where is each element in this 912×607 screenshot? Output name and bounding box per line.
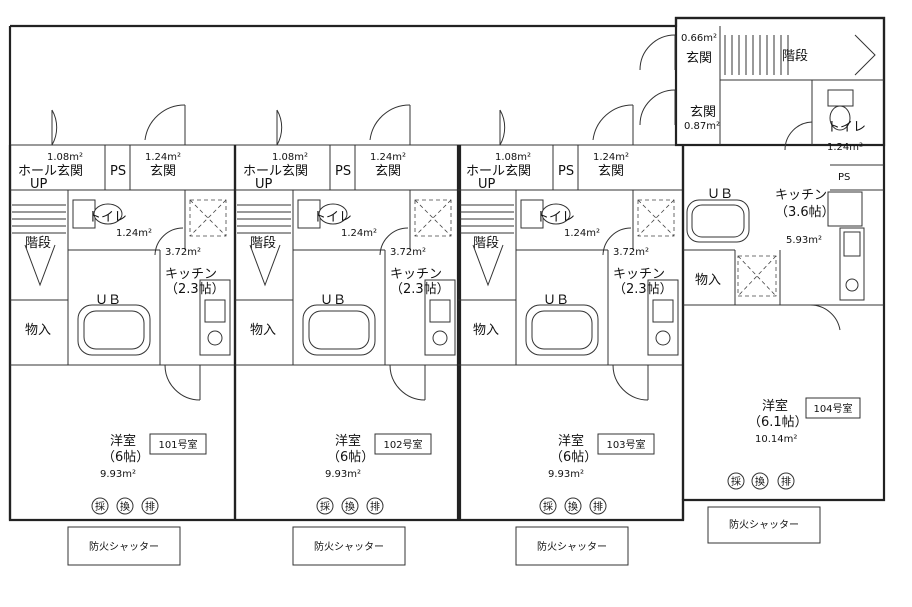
ub-label: ＵＢ <box>320 293 346 308</box>
fire-shutter-label: 防火シャッター <box>314 540 384 553</box>
ps-label: PS <box>335 164 351 179</box>
unit-number-label: 101号室 <box>158 438 197 451</box>
western-label: 洋室 <box>110 433 136 449</box>
entrance-label: 玄関 <box>598 164 624 179</box>
western-area: 9.93m² <box>548 469 584 480</box>
toilet-label: トイレ <box>536 210 575 225</box>
entrance-label: 玄関 <box>375 164 401 179</box>
storage-label: 物入 <box>473 323 499 338</box>
western-label: 洋室 <box>762 398 788 414</box>
kitchen-area: 3.72m² <box>613 247 649 258</box>
ps-label: PS <box>110 164 126 179</box>
storage-label: 物入 <box>695 273 721 288</box>
unit-number-label: 103号室 <box>606 438 645 451</box>
unit-number-label: 102号室 <box>383 438 422 451</box>
ps-label: PS <box>838 172 850 183</box>
unit-104: 採 換 排 防火シャッター 0.66m² 玄関 階段 玄関 0.87m² トイレ… <box>639 16 886 544</box>
stairs-label: 階段 <box>250 236 276 251</box>
kitchen-label: キッチン <box>165 267 217 282</box>
building-outline <box>8 16 886 522</box>
hall-area: 1.08m² <box>495 152 531 163</box>
entrance-label: 玄関 <box>150 164 176 179</box>
vent-label: 換 <box>568 501 578 513</box>
western-label: 洋室 <box>558 433 584 449</box>
western-size: （6.1帖） <box>748 415 808 430</box>
vent-label: 採 <box>95 500 105 513</box>
entrance-label: 玄関 <box>690 105 716 120</box>
kitchen-label: キッチン <box>613 267 665 282</box>
stairs-label: 階段 <box>782 49 808 64</box>
western-size: （6帖） <box>102 450 149 465</box>
toilet-label: トイレ <box>827 120 866 135</box>
western-area: 10.14m² <box>755 434 797 445</box>
toilet-area: 1.24m² <box>116 228 152 239</box>
vent-label: 排 <box>781 475 791 488</box>
unit-102: 採換排防火シャッター1.08m²ホール玄関UPPS1.24m²玄関トイレ1.24… <box>233 104 462 566</box>
kitchen-area: 5.93m² <box>786 235 822 246</box>
vent-label: 排 <box>145 500 155 513</box>
western-size: （6帖） <box>550 450 597 465</box>
vent-label: 換 <box>120 501 130 513</box>
hall-label: ホール玄関 <box>243 164 308 179</box>
ub-label: ＵＢ <box>543 293 569 308</box>
vent-label: 排 <box>370 500 380 513</box>
kitchen-label: キッチン <box>775 188 827 203</box>
unit-103: 採換排防火シャッター1.08m²ホール玄関UPPS1.24m²玄関トイレ1.24… <box>456 104 685 566</box>
entrance-top-area: 0.66m² <box>681 33 717 44</box>
up-label: UP <box>478 177 496 192</box>
entrance-area: 0.87m² <box>684 121 720 132</box>
western-size: （6帖） <box>327 450 374 465</box>
hall-label: ホール玄関 <box>466 164 531 179</box>
stairs-104 <box>724 34 876 76</box>
ub-label: ＵＢ <box>707 187 733 202</box>
kitchen-size: （2.3帖） <box>390 282 450 297</box>
toilet-label: トイレ <box>88 210 127 225</box>
stairs-label: 階段 <box>25 236 51 251</box>
western-area: 9.93m² <box>100 469 136 480</box>
hall-area: 1.08m² <box>47 152 83 163</box>
kitchen-size: （2.3帖） <box>165 282 225 297</box>
vent-label: 換 <box>755 476 765 488</box>
toilet-area: 1.24m² <box>341 228 377 239</box>
up-label: UP <box>255 177 273 192</box>
kitchen-size: （2.3帖） <box>613 282 673 297</box>
toilet-area: 1.24m² <box>827 142 863 153</box>
toilet-area: 1.24m² <box>564 228 600 239</box>
storage-label: 物入 <box>25 323 51 338</box>
vents-104: 採 換 排 <box>727 472 795 490</box>
kitchen-label: キッチン <box>390 267 442 282</box>
fire-shutter-label: 防火シャッター <box>729 518 799 531</box>
unit-number-label: 104号室 <box>813 402 852 415</box>
vent-label: 採 <box>731 475 741 488</box>
storage-label: 物入 <box>250 323 276 338</box>
unit-101: 採換排防火シャッター1.08m²ホール玄関UPPS1.24m²玄関トイレ1.24… <box>8 104 237 566</box>
vent-label: 採 <box>543 500 553 513</box>
up-label: UP <box>30 177 48 192</box>
entrance-top-label: 玄関 <box>686 51 712 66</box>
hall-label: ホール玄関 <box>18 164 83 179</box>
vent-label: 採 <box>320 500 330 513</box>
kitchen-area: 3.72m² <box>390 247 426 258</box>
kitchen-area: 3.72m² <box>165 247 201 258</box>
western-area: 9.93m² <box>325 469 361 480</box>
ub-label: ＵＢ <box>95 293 121 308</box>
fire-shutter-label: 防火シャッター <box>89 540 159 553</box>
kitchen-size: （3.6帖） <box>775 205 835 220</box>
fire-shutter-label: 防火シャッター <box>537 540 607 553</box>
toilet-label: トイレ <box>313 210 352 225</box>
western-label: 洋室 <box>335 433 361 449</box>
entrance-area: 1.24m² <box>145 152 181 163</box>
hall-area: 1.08m² <box>272 152 308 163</box>
ps-label: PS <box>558 164 574 179</box>
entrance-area: 1.24m² <box>593 152 629 163</box>
vent-label: 排 <box>593 500 603 513</box>
entrance-area: 1.24m² <box>370 152 406 163</box>
stairs-label: 階段 <box>473 236 499 251</box>
vent-label: 換 <box>345 501 355 513</box>
